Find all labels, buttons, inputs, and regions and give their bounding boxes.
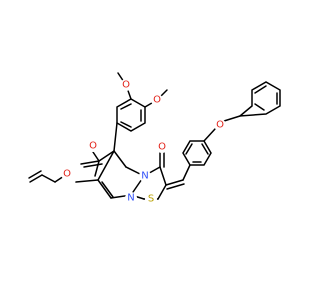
atom-labels: O O O O O O N N — [61, 79, 226, 205]
atom-label-S: S — [148, 194, 154, 205]
ring-nitrogen: N — [139, 170, 151, 182]
atom-label-N: N — [141, 171, 148, 182]
ester-link-oxygen: O — [61, 168, 73, 180]
methoxy-oxygen-top: O — [120, 79, 132, 91]
atom-label-O: O — [122, 80, 130, 91]
atom-label-N: N — [127, 193, 134, 204]
atom-label-O: O — [89, 141, 97, 152]
bridge-nitrogen: N — [125, 192, 137, 204]
atom-label-O: O — [63, 169, 71, 180]
atom-label-O: O — [153, 95, 161, 106]
molecule-structure: O O O O O O N N — [28, 72, 281, 205]
bond-lines — [28, 72, 281, 200]
ester-carbonyl-oxygen: O — [87, 140, 99, 152]
ketone-oxygen: O — [156, 141, 168, 153]
atom-label-O: O — [216, 120, 224, 131]
thiazole-sulfur: S — [145, 193, 157, 205]
methoxy-oxygen-right: O — [151, 94, 163, 106]
atom-label-O: O — [158, 142, 166, 153]
phenoxy-oxygen: O — [214, 119, 226, 131]
